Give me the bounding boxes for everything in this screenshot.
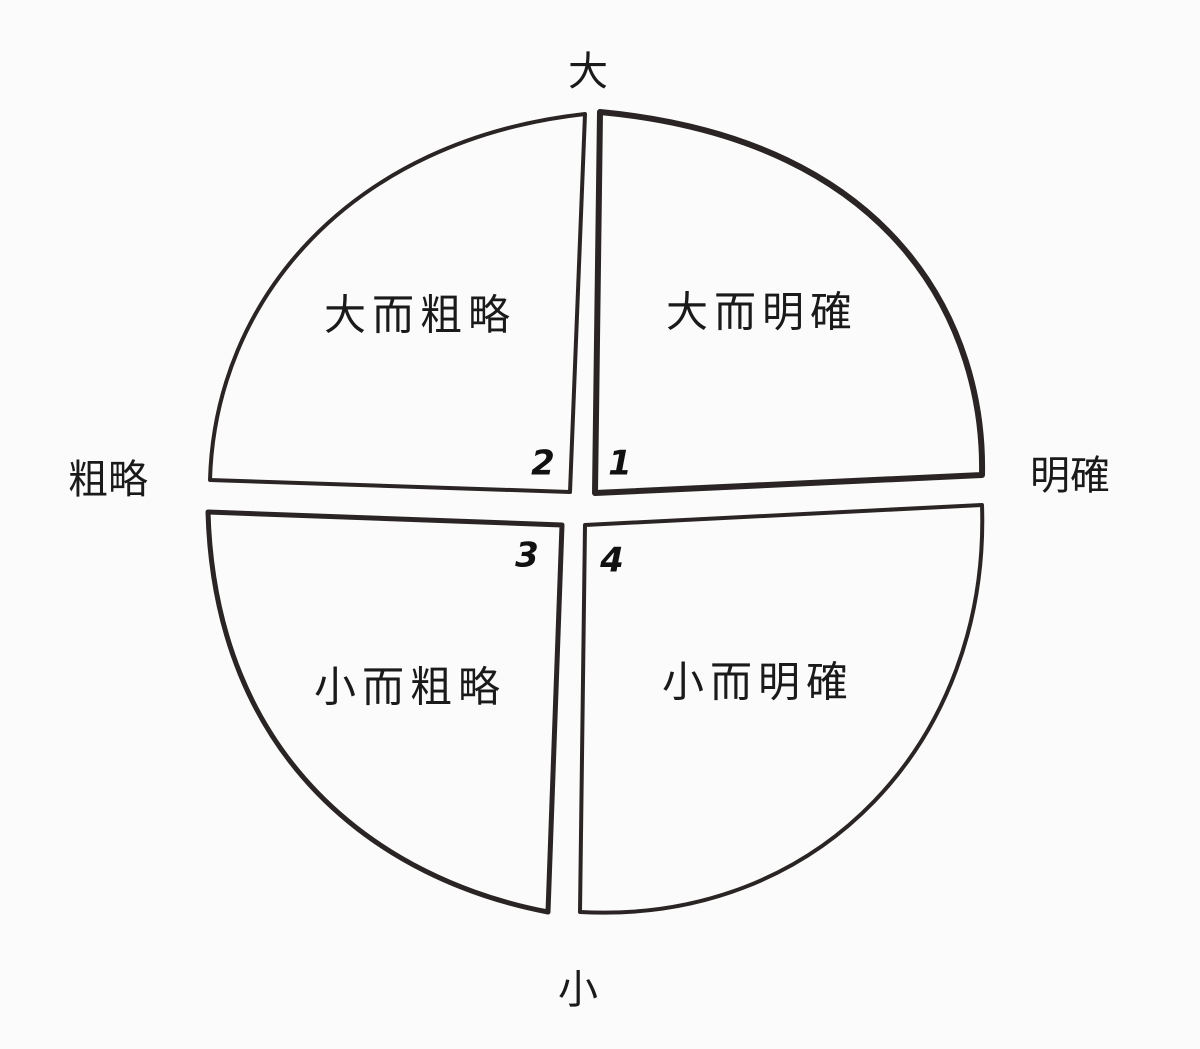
quadrant-2-label: 大而粗略 <box>324 291 516 340</box>
quadrant-3-shape <box>205 509 565 915</box>
quadrant-4-shape <box>578 503 985 915</box>
quadrant-1-number: 1 <box>608 444 632 484</box>
quadrant-4-number: 4 <box>599 541 624 581</box>
quadrant-3-label: 小而粗略 <box>314 663 506 712</box>
quadrant-1-shape <box>592 109 986 496</box>
quadrant-3-number: 3 <box>515 536 539 576</box>
quadrant-2-number: 2 <box>531 444 555 484</box>
axis-label-right: 明確 <box>1030 453 1110 499</box>
quadrant-4-label: 小而明確 <box>662 658 854 707</box>
quadrant-1-label: 大而明確 <box>666 288 858 337</box>
quadrant-2-shape <box>208 112 587 494</box>
axis-label-bottom: 小 <box>558 967 598 1013</box>
axis-label-left: 粗略 <box>68 457 148 503</box>
axis-label-top: 大 <box>568 49 608 95</box>
